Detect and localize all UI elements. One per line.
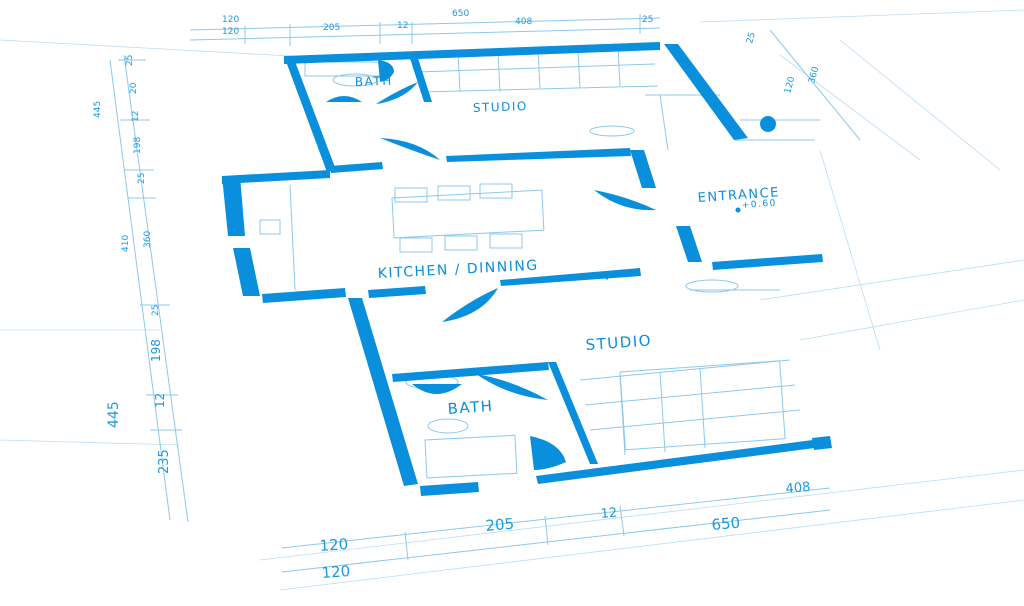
wall-lower-bath-right xyxy=(548,362,598,464)
wall-mid-bottom-mid xyxy=(368,286,426,298)
room-label-studio-bottom: STUDIO xyxy=(585,331,653,354)
dim-bottom-205: 205 xyxy=(485,515,515,535)
wall-upper-left xyxy=(284,56,336,172)
dim-bottom-12: 12 xyxy=(600,506,618,522)
wall-mid-left-lower xyxy=(233,248,260,296)
column-marker xyxy=(760,116,776,132)
dim-bottom-120-a: 120 xyxy=(319,535,349,555)
dim-left-410: 410 xyxy=(121,235,131,252)
wall-lower-bottom-left xyxy=(420,482,479,496)
dim-top-205: 205 xyxy=(323,23,340,33)
door-swing-kitchen xyxy=(442,288,498,322)
dimension-labels-left: 445 25 20 12 198 25 410 360 25 198 445 1… xyxy=(93,55,172,474)
wall-entrance-bottom xyxy=(712,254,823,270)
stair-marker-mid xyxy=(602,274,612,280)
dim-left-360: 360 xyxy=(143,231,153,248)
dim-bottom-408: 408 xyxy=(785,480,811,497)
dimension-labels-bottom: 120 120 205 12 650 408 xyxy=(319,480,811,582)
sink-bottom-bath xyxy=(412,384,462,394)
dim-top-right-25: 25 xyxy=(745,31,758,45)
wall-mid-top xyxy=(222,170,330,184)
dim-left-12-b: 12 xyxy=(153,393,167,408)
dim-top-120-b: 120 xyxy=(222,27,239,37)
dim-left-25-b: 25 xyxy=(137,173,147,184)
wall-mid-left xyxy=(222,176,245,236)
dim-left-445-bottom: 445 xyxy=(106,401,122,428)
dim-left-235: 235 xyxy=(157,449,172,474)
wall-upper-bath-divider xyxy=(408,52,432,102)
interior-linework xyxy=(259,47,820,479)
toilet-top-bath xyxy=(326,96,362,102)
walls xyxy=(222,42,832,496)
dim-left-25-a: 25 xyxy=(125,55,135,66)
room-label-entrance: ENTRANCE xyxy=(697,185,780,206)
door-swing-entrance xyxy=(594,190,656,211)
wall-upper-top xyxy=(284,42,660,64)
wall-upper-bottom-left xyxy=(330,162,383,173)
door-swing-top-studio xyxy=(380,138,440,160)
wall-lower-left xyxy=(348,298,418,486)
dim-left-198-b: 198 xyxy=(149,339,163,362)
room-labels: BATH STUDIO KITCHEN / DINNING ENTRANCE +… xyxy=(355,74,781,418)
stair-marker-top xyxy=(538,152,544,158)
construction-lines xyxy=(0,9,1024,591)
doors-and-fixtures xyxy=(326,60,776,470)
shower-bottom-bath xyxy=(530,436,566,470)
room-label-kitchen: KITCHEN / DINNING xyxy=(377,258,539,282)
dim-left-25-c: 25 xyxy=(151,305,161,316)
wall-entrance-left xyxy=(630,150,656,188)
dim-left-12-a: 12 xyxy=(131,111,141,122)
wall-lower-right-end xyxy=(812,436,832,450)
dim-top-25: 25 xyxy=(642,15,653,25)
dim-left-445-top: 445 xyxy=(93,101,103,118)
door-swing-top-bath xyxy=(376,82,418,104)
dim-top-right-120: 120 xyxy=(783,75,797,94)
dim-bottom-120-b: 120 xyxy=(321,562,351,582)
room-label-entrance-level: +0.60 xyxy=(742,199,778,211)
dim-top-right-360: 360 xyxy=(807,65,821,84)
dim-top-120-a: 120 xyxy=(222,15,239,25)
dim-left-198-a: 198 xyxy=(133,137,143,154)
shower-top-bath xyxy=(378,60,394,82)
room-label-bath-bottom: BATH xyxy=(447,397,494,418)
wall-mid-bottom-right xyxy=(500,268,641,286)
room-label-studio-top: STUDIO xyxy=(473,99,528,115)
wall-lower-bath-top xyxy=(392,362,549,382)
dim-top-650: 650 xyxy=(452,9,469,19)
wall-upper-bottom-right xyxy=(446,148,631,162)
dim-top-408: 408 xyxy=(515,17,532,27)
door-swing-bottom-bath xyxy=(476,374,548,400)
wall-upper-right xyxy=(664,44,748,140)
dim-left-20: 20 xyxy=(129,82,139,94)
wall-mid-bottom-left xyxy=(262,288,346,303)
dim-bottom-650: 650 xyxy=(711,514,741,534)
wall-entrance-left-lower xyxy=(676,226,702,262)
dimension-lines xyxy=(109,14,861,573)
level-marker xyxy=(735,207,741,213)
wall-lower-bottom-right xyxy=(536,438,830,484)
dimension-labels-top: 120 120 205 12 650 408 25 25 120 360 xyxy=(222,9,821,95)
room-label-bath-top: BATH xyxy=(355,74,393,89)
dim-top-12: 12 xyxy=(397,21,408,31)
